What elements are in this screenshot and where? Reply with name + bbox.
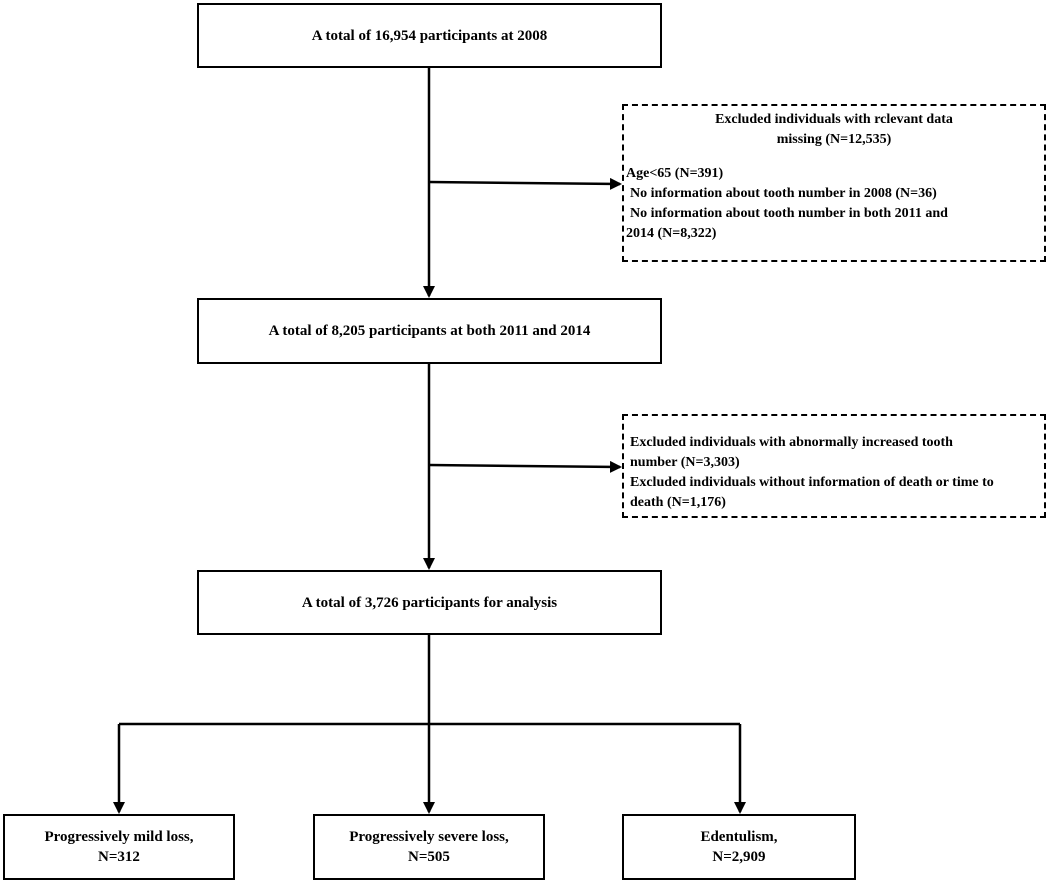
followup-box-text: A total of 8,205 participants at both 20…	[268, 323, 591, 339]
group-label: Progressively mild loss,	[44, 829, 194, 845]
group-box-mild-loss: Progressively mild loss, N=312	[3, 814, 235, 880]
arrow-to-exclusion2	[428, 460, 622, 473]
exclusion-1-item: 2014 (N=8,322)	[626, 226, 717, 241]
exclusion-2-item: Excluded individuals without information…	[630, 475, 994, 490]
group-box-severe-loss: Progressively severe loss, N=505	[313, 814, 545, 880]
exclusion-2-item: death (N=1,176)	[630, 495, 726, 510]
exclusion-1-item: No information about tooth number in bot…	[630, 206, 948, 221]
start-box-text: A total of 16,954 participants at 2008	[311, 27, 548, 44]
exclusion-2-item: number (N=3,303)	[630, 455, 740, 470]
start-box: A total of 16,954 participants at 2008	[197, 3, 662, 68]
exclusion-1-item: No information about tooth number in 200…	[630, 186, 937, 201]
exclusion-1-item: Age<65 (N=391)	[626, 166, 724, 181]
arrow-to-exclusion1	[428, 177, 622, 190]
followup-box: A total of 8,205 participants at both 20…	[197, 298, 662, 364]
analysis-box-text: A total of 3,726 participants for analys…	[301, 594, 558, 611]
exclusion-box-2: Excluded individuals with abnormally inc…	[622, 414, 1046, 518]
exclusion-2-item: Excluded individuals with abnormally inc…	[630, 435, 953, 450]
group-count: N=312	[98, 849, 140, 865]
exclusion-1-heading-line-1: Excluded individuals with rclevant data	[715, 112, 953, 127]
group-label: Edentulism,	[700, 829, 778, 845]
group-count: N=2,909	[712, 849, 766, 865]
exclusion-1-heading-line-2: missing (N=12,535)	[776, 132, 892, 147]
group-label: Progressively severe loss,	[349, 829, 509, 845]
analysis-box: A total of 3,726 participants for analys…	[197, 570, 662, 635]
group-count: N=505	[408, 849, 450, 865]
exclusion-box-1: Excluded individuals with rclevant data …	[622, 104, 1046, 262]
group-box-edentulism: Edentulism, N=2,909	[622, 814, 856, 880]
